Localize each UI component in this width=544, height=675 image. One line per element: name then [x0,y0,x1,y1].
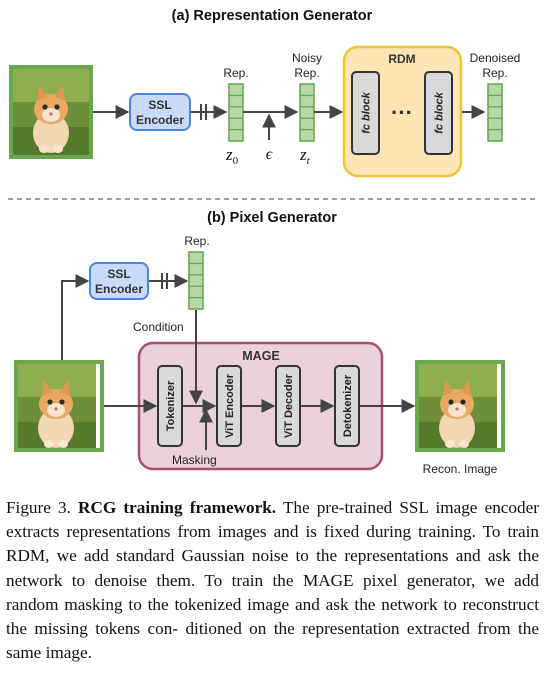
rdm-module: RDM fc block ··· fc block [342,45,463,178]
recon-image-label: Recon. Image [423,462,498,476]
ssl-encoder-b-line1: SSL [107,267,130,281]
denoised-rep-label-line2: Rep. [482,66,507,80]
panel-b-title: (b) Pixel Generator [207,210,337,226]
rep-vector-zt [299,83,315,142]
masking-label: Masking [172,453,217,467]
caption-line-5: MAGE pixel generator, we add random mask… [6,570,540,614]
detokenizer-label: Detokenizer [342,374,354,437]
fc-block-1-label: fc block [361,91,373,133]
zt-symbol: zt [299,145,311,167]
arrow-image-to-ssl-b [61,274,90,360]
noisy-rep-label-line2: Rep. [294,66,319,80]
detokenizer-block [334,365,360,447]
fc-block-2-label: fc block [434,91,446,133]
rep-label-a: Rep. [223,66,248,80]
vit-decoder-label: ViT Decoder [283,373,295,438]
rdm-ellipsis: ··· [391,100,413,125]
caption-line-3: training. To train RDM, we add standard … [6,522,539,566]
mage-label: MAGE [242,349,280,363]
rep-vector-denoised [487,83,503,142]
stop-gradient-icon [200,104,207,120]
vit-encoder-label: ViT Encoder [224,373,236,438]
epsilon-symbol: ϵ [266,146,273,163]
input-image-a [9,65,93,159]
ssl-encoder-b-line2: Encoder [95,282,143,296]
caption-line-7: ditioned on the representation extracted… [6,619,540,663]
panel-a-title: (a) Representation Generator [172,8,373,24]
fc-block-1 [351,71,380,155]
tokenizer-label: Tokenizer [165,380,177,431]
ssl-encoder-a-line1: SSL [148,98,171,112]
caption-line-1: The pre-trained SSL image [276,498,478,517]
z0-symbol: z0 [225,145,239,167]
input-image-b [14,360,104,452]
noisy-rep-label-line1: Noisy [292,51,322,65]
rdm-label: RDM [388,52,415,66]
denoised-rep-label-line1: Denoised [470,51,521,65]
ssl-encoder-b: SSL Encoder [89,262,149,300]
rep-vector-z0 [228,83,244,142]
tokenizer-block [157,365,183,447]
fc-block-2 [424,71,453,155]
vit-encoder-block [216,365,242,447]
caption-line-6: image and ask the network to reconstruct… [6,594,540,639]
ssl-encoder-a: SSL Encoder [129,93,191,131]
vit-decoder-block [275,365,301,447]
caption-line-4: representations and ask the network to d… [6,546,539,590]
ssl-encoder-a-line2: Encoder [136,113,184,127]
rep-vector-b [188,251,204,310]
recon-image [415,360,505,452]
caption-prefix: Figure 3. [6,498,79,517]
caption-line-2: encoder extracts representations from im… [6,498,539,542]
rep-label-b: Rep. [184,234,209,248]
caption-bold-title: RCG training framework. [78,498,277,517]
stop-gradient-icon-b [161,273,168,289]
condition-label: Condition [133,320,184,334]
figure-caption: Figure 3. RCG training framework. The pr… [6,496,539,665]
